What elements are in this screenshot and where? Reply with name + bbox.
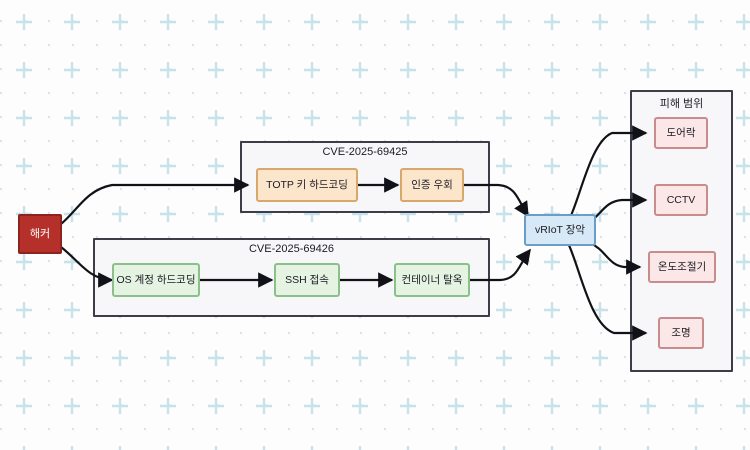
node-totp-hardcode[interactable]: TOTP 키 하드코딩 xyxy=(256,168,358,202)
group-title-cve-69425: CVE-2025-69425 xyxy=(322,146,408,158)
node-hacker[interactable]: 해커 xyxy=(18,214,62,254)
node-container-escape[interactable]: 컨테이너 탈옥 xyxy=(394,263,470,297)
node-impact-cctv[interactable]: CCTV xyxy=(654,184,708,216)
node-impact-doorlock[interactable]: 도어락 xyxy=(654,117,708,149)
node-auth-bypass[interactable]: 인증 우회 xyxy=(400,168,464,202)
group-title-impact-scope: 피해 범위 xyxy=(659,98,704,110)
node-ssh-access[interactable]: SSH 접속 xyxy=(274,263,340,297)
node-impact-thermostat[interactable]: 온도조절기 xyxy=(648,251,716,283)
edge-hacker-to-totp xyxy=(60,177,250,225)
node-impact-lighting[interactable]: 조명 xyxy=(658,317,704,349)
node-vriot-compromise[interactable]: vRIoT 장악 xyxy=(524,214,596,246)
group-title-cve-69426: CVE-2025-69426 xyxy=(248,243,334,255)
node-os-account-hardcode[interactable]: OS 계정 하드코딩 xyxy=(112,263,200,297)
